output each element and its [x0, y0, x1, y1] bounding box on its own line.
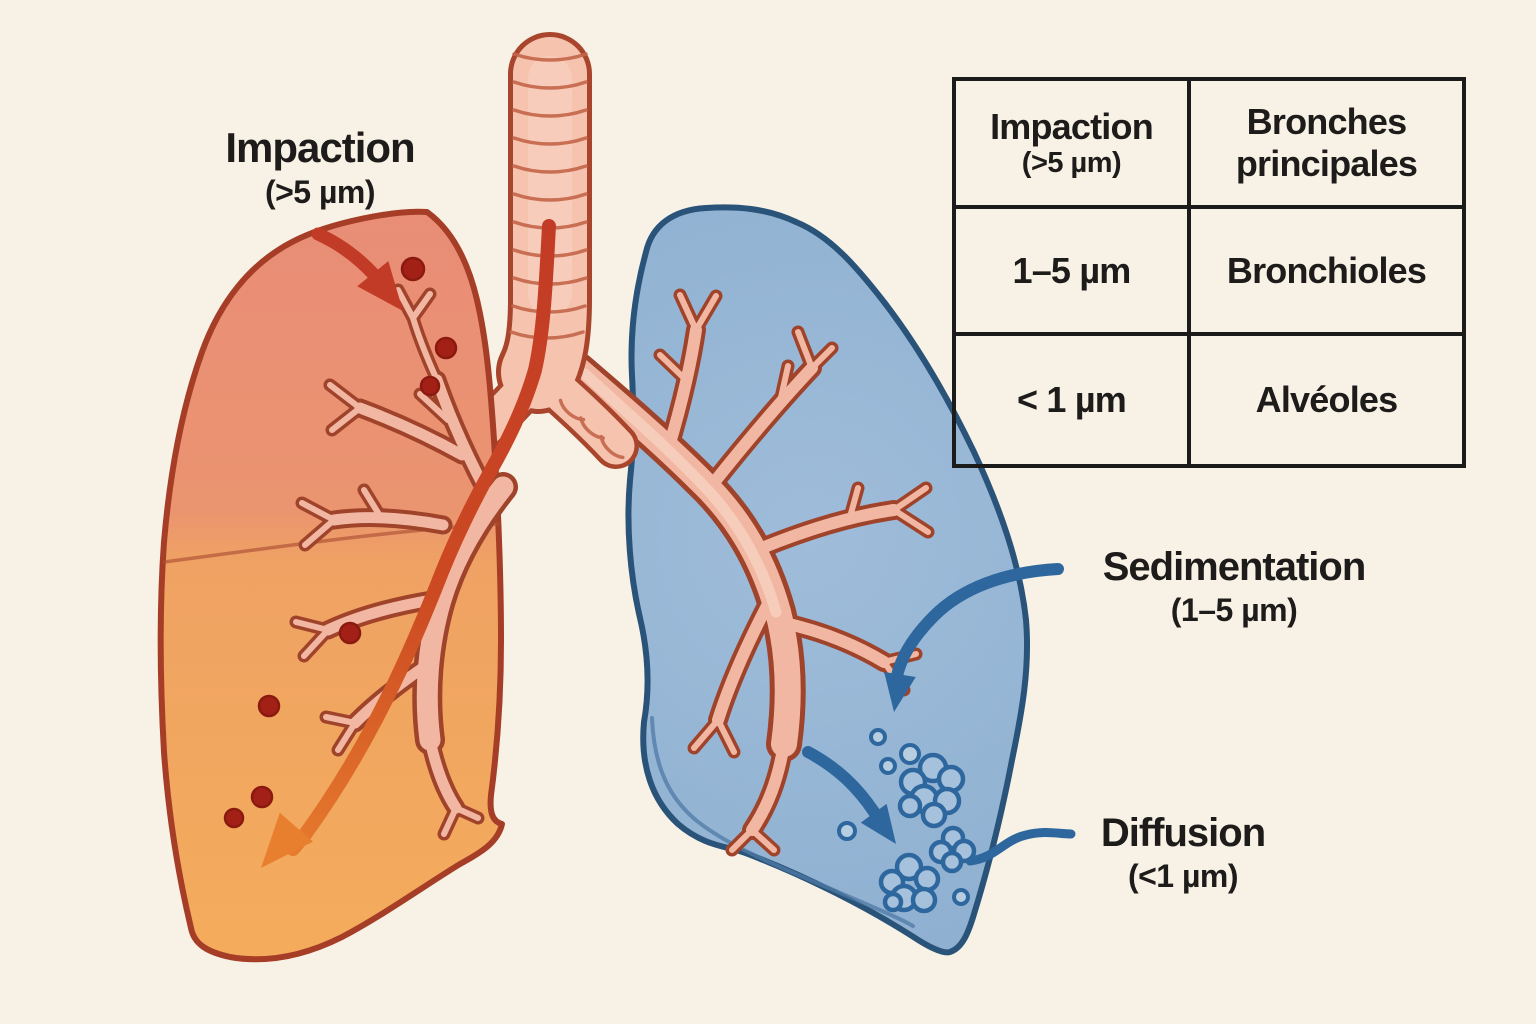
sedimentation-label: Sedimentation (1–5 µm): [1102, 545, 1367, 629]
sedimentation-label-title: Sedimentation: [1102, 545, 1367, 589]
impaction-arrow: [311, 227, 403, 311]
diffusion-label: Diffusion (<1 µm): [1100, 811, 1266, 895]
deposition-table: Impaction (>5 µm) Bronches principales 1…: [952, 77, 1466, 468]
right-trunk-highlight: [579, 368, 782, 618]
diffusion-connector-line: [965, 827, 1076, 866]
table-cell-text: Bronches principales: [1235, 101, 1418, 184]
table-cell-site-1: Bronches principales: [1191, 81, 1462, 209]
table-cell-site-2: Bronchioles: [1191, 209, 1462, 337]
table-cell-note: (>5 µm): [1021, 147, 1122, 180]
right-lung-inner-contour: [650, 716, 915, 928]
alveoli-clusters: [878, 752, 977, 914]
table-cell-text: Bronchioles: [1226, 249, 1427, 291]
fine-particle-bubbles: [837, 728, 970, 906]
table-cell-mechanism-3: < 1 µm: [956, 336, 1191, 464]
table-cell-text: 1–5 µm: [1012, 249, 1131, 291]
trachea-rings: [509, 52, 625, 460]
impaction-label: Impaction (>5 µm): [225, 124, 415, 211]
table-cell-text: < 1 µm: [1016, 379, 1127, 421]
diffusion-arrow: [802, 746, 896, 844]
alveoli-cluster: [928, 825, 977, 874]
impaction-label-title: Impaction: [225, 124, 415, 171]
impaction-path: [261, 219, 556, 868]
table-cell-text: Impaction: [990, 105, 1154, 147]
diffusion-label-title: Diffusion: [1100, 811, 1266, 855]
sedimentation-label-size: (1–5 µm): [1170, 592, 1298, 628]
left-bronchial-tree: [289, 283, 518, 841]
impaction-particles: [223, 256, 458, 829]
impaction-path-arrowhead: [261, 812, 314, 868]
sedimentation-arrow: [884, 563, 1064, 712]
table-cell-text: Alvéoles: [1255, 379, 1398, 421]
table-cell-mechanism-2: 1–5 µm: [956, 208, 1191, 337]
table-cell-mechanism-1: Impaction (>5 µm): [956, 81, 1191, 209]
diffusion-label-size: (<1 µm): [1127, 858, 1239, 894]
alveoli-cluster: [897, 752, 966, 829]
impaction-label-size: (>5 µm): [264, 174, 376, 211]
table-cell-site-3: Alvéoles: [1191, 336, 1462, 464]
right-bronchial-tree: [560, 288, 935, 857]
alveoli-cluster: [878, 852, 941, 914]
